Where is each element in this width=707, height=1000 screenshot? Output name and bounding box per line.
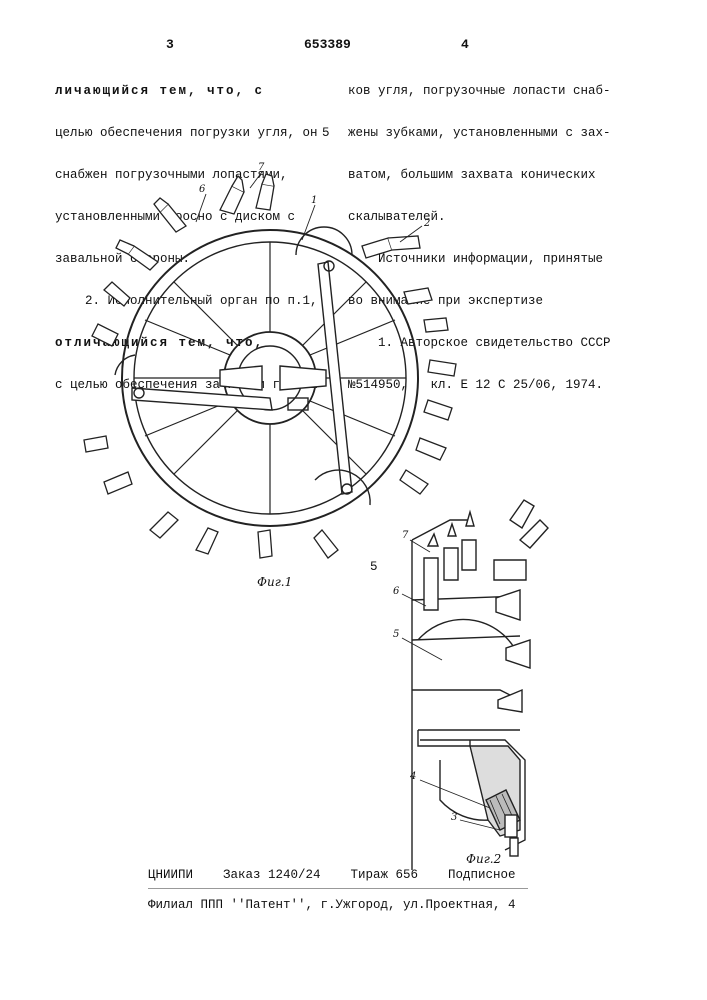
right-line: ков угля, погрузочные лопасти снаб- xyxy=(348,84,611,98)
fig1-label-2: 2 xyxy=(423,218,430,229)
fig1-caption: Фиг.1 xyxy=(257,575,292,589)
fig2-section xyxy=(402,500,548,870)
fig1-label-7: 7 xyxy=(258,162,265,173)
right-line: жены зубками, установленными с зах- xyxy=(348,126,611,140)
footer-line-2: Филиал ППП ''Патент'', г.Ужгород, ул.Про… xyxy=(148,898,516,912)
fig2-label-7: 7 xyxy=(402,530,409,541)
left-line: целью обеспечения погрузки угля, он xyxy=(55,126,325,140)
footer-line-1: ЦНИИПИ Заказ 1240/24 Тираж 656 Подписное xyxy=(148,868,516,882)
page-number-right: 4 xyxy=(461,37,469,52)
fig2-label-4: 4 xyxy=(409,771,416,782)
patent-number: 653389 xyxy=(304,37,351,52)
fig2-label-6: 6 xyxy=(393,586,400,597)
fig2-label-5: 5 xyxy=(393,629,399,640)
left-line: личающийся тем, что, с xyxy=(55,84,325,98)
fig2-caption: Фиг.2 xyxy=(466,852,501,866)
footer-divider xyxy=(148,888,528,889)
fig2-label-3: 3 xyxy=(451,812,457,823)
fig1-wheel xyxy=(84,172,456,558)
page-number-left: 3 xyxy=(166,37,174,52)
figures-drawing: 1 2 6 7 7 6 5 4 3 xyxy=(0,160,707,880)
fig1-label-6: 6 xyxy=(199,184,206,195)
margin-number: 5 xyxy=(370,560,378,574)
line-number: 5 xyxy=(322,126,330,140)
fig1-label-1: 1 xyxy=(311,195,317,206)
